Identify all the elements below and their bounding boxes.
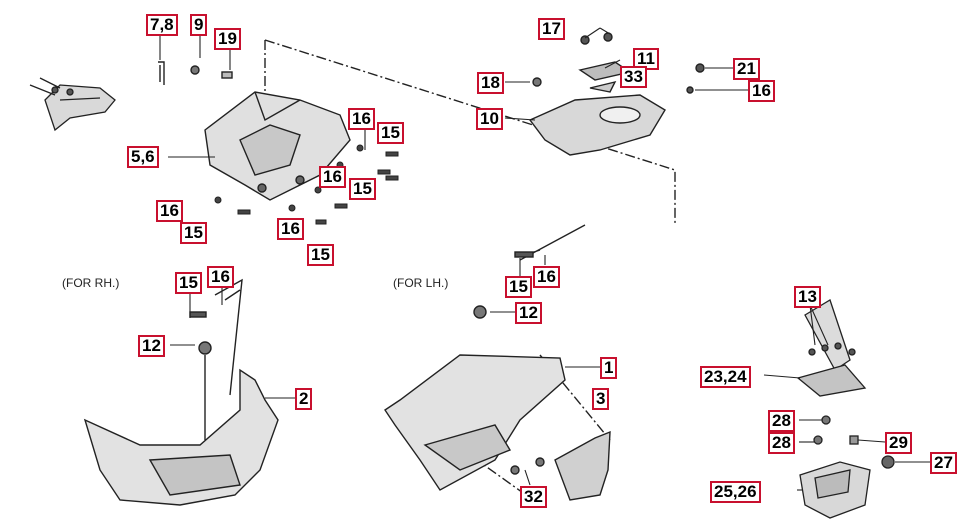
callout-2: 2 xyxy=(295,388,313,410)
callout-19: 19 xyxy=(214,28,241,50)
callout-16: 16 xyxy=(277,218,304,240)
callout-7-8: 7,8 xyxy=(146,14,178,36)
note-for-lh: (FOR LH.) xyxy=(393,276,449,290)
top-cover-part xyxy=(528,32,705,156)
side-panel-part xyxy=(554,430,611,501)
callout-16: 16 xyxy=(748,80,775,102)
inner-panel-part xyxy=(158,61,351,201)
callout-28: 28 xyxy=(768,432,795,454)
callout-15: 15 xyxy=(180,222,207,244)
callout-11: 11 xyxy=(633,48,659,70)
callout-15: 15 xyxy=(307,244,334,266)
mat-part xyxy=(796,299,867,397)
callout-32: 32 xyxy=(520,486,547,508)
callout-16: 16 xyxy=(207,266,234,288)
callout-16: 16 xyxy=(156,200,183,222)
callout-23-24: 23,24 xyxy=(700,366,751,388)
callout-21: 21 xyxy=(733,58,760,80)
callout-33: 33 xyxy=(620,66,647,88)
callout-15: 15 xyxy=(349,178,376,200)
callout-5-6: 5,6 xyxy=(127,146,159,168)
rh-cover-part xyxy=(83,278,279,506)
callout-1: 1 xyxy=(600,357,618,379)
note-for-rh: (FOR RH.) xyxy=(62,276,120,290)
callout-10: 10 xyxy=(476,108,503,130)
callout-15: 15 xyxy=(505,276,532,298)
callout-9: 9 xyxy=(190,14,208,36)
lh-cover-part xyxy=(384,224,586,491)
callout-12: 12 xyxy=(138,335,165,357)
callout-16: 16 xyxy=(319,166,346,188)
callout-18: 18 xyxy=(477,72,504,94)
callout-27: 27 xyxy=(930,452,957,474)
callout-28: 28 xyxy=(768,410,795,432)
callout-3: 3 xyxy=(592,388,610,410)
callout-25-26: 25,26 xyxy=(710,481,761,503)
callout-17: 17 xyxy=(538,18,565,40)
callout-16: 16 xyxy=(533,266,560,288)
bracket-part xyxy=(29,77,116,132)
callout-16: 16 xyxy=(348,108,375,130)
callout-12: 12 xyxy=(515,302,542,324)
callout-13: 13 xyxy=(794,286,821,308)
callout-29: 29 xyxy=(885,432,912,454)
tray-part xyxy=(799,415,895,519)
callout-15: 15 xyxy=(377,122,404,144)
callout-15: 15 xyxy=(175,272,202,294)
